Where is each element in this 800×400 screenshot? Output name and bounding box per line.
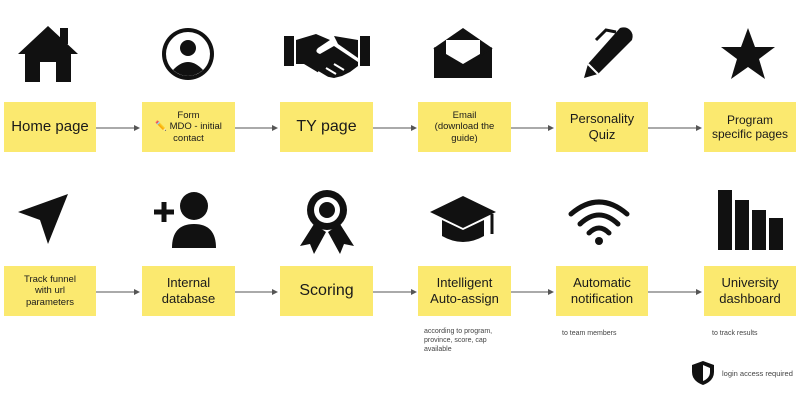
- step-dashboard: University dashboard: [704, 266, 796, 316]
- bar-chart-icon: [718, 190, 783, 250]
- step-label: Home page: [11, 118, 89, 135]
- step-label: Personality Quiz: [569, 111, 635, 142]
- step-label: TY page: [296, 118, 357, 136]
- handshake-icon: [284, 34, 370, 79]
- legend-label: login access required: [722, 369, 793, 378]
- step-label: University dashboard: [719, 275, 781, 306]
- step-label: Program specific pages: [711, 112, 789, 141]
- step-label: Automatic notification: [570, 275, 634, 306]
- step-label: Intelligent Auto-assign: [430, 275, 499, 306]
- step-label: Track funnel with url parameters: [24, 273, 76, 308]
- note-notification: to team members: [562, 330, 617, 337]
- step-scoring: Scoring: [280, 266, 373, 316]
- step-label: Internal database: [161, 275, 216, 306]
- wifi-icon: [568, 199, 630, 245]
- note-dashboard: to track results: [712, 330, 758, 337]
- home-icon: [18, 26, 78, 82]
- step-database: Internal database: [142, 266, 235, 316]
- shield-icon: [692, 361, 714, 385]
- step-ty: TY page: [280, 102, 373, 152]
- step-home: Home page: [4, 102, 96, 152]
- star-icon: [721, 28, 775, 79]
- step-notification: Automatic notification: [556, 266, 648, 316]
- location-arrow-icon: [18, 194, 68, 244]
- step-email: Email (download the guide): [418, 102, 511, 152]
- step-program: Program specific pages: [704, 102, 796, 152]
- step-label: Email (download the guide): [434, 109, 495, 144]
- user-circle-icon: [162, 28, 214, 80]
- graduation-cap-icon: [430, 196, 496, 242]
- step-label: Form ✏️ MDO - initial contact: [155, 109, 222, 144]
- note-assign: according to program, province, score, c…: [424, 328, 493, 353]
- envelope-icon: [433, 28, 493, 78]
- step-funnel: Track funnel with url parameters: [4, 266, 96, 316]
- step-quiz: Personality Quiz: [556, 102, 648, 152]
- user-plus-icon: [154, 192, 216, 248]
- pen-icon: [584, 27, 633, 78]
- step-form: Form ✏️ MDO - initial contact: [142, 102, 235, 152]
- step-label: Scoring: [299, 282, 354, 300]
- step-assign: Intelligent Auto-assign: [418, 266, 511, 316]
- award-ribbon-icon: [300, 190, 354, 254]
